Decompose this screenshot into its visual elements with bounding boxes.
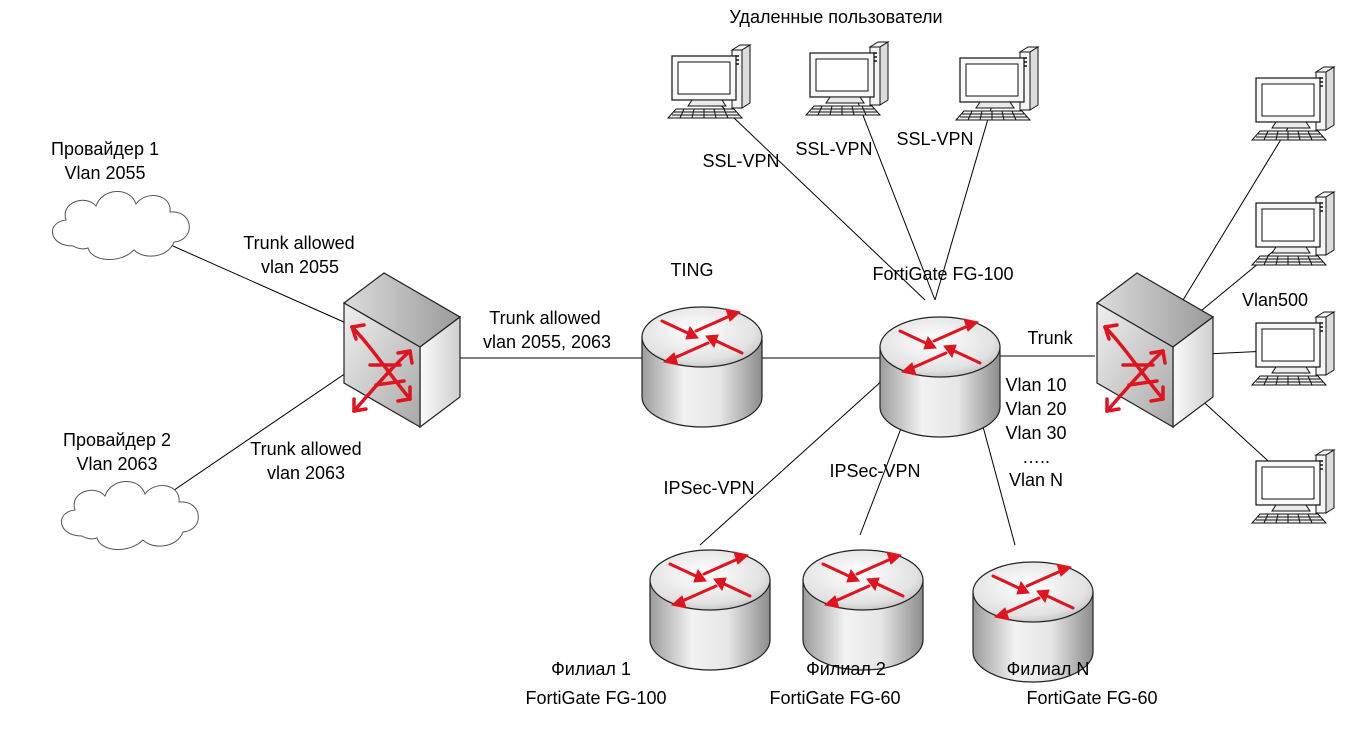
lan-vlan-label: Vlan500 [1241, 290, 1309, 310]
ssl-vpn-label-3: SSL-VPN [896, 129, 974, 149]
lan-computer-4-icon [1251, 449, 1335, 524]
trunk-provider-2-line2: vlan 2063 [266, 463, 346, 483]
trunk-lan-label: Trunk [1027, 328, 1073, 348]
lan-computer-1-icon [1251, 66, 1335, 141]
trunk-ting-line1: Trunk allowed [489, 308, 601, 328]
trunk-ting-line2: vlan 2055, 2063 [482, 332, 612, 352]
core-router-label: FortiGate FG-100 [872, 264, 1014, 284]
provider-2-name: Провайдер 2 [63, 430, 171, 450]
remote-user-1-computer-icon [667, 44, 751, 119]
ting-router-icon [640, 305, 764, 429]
branch-n-device: FortiGate FG-60 [1026, 688, 1158, 708]
provider-1-cloud-icon [51, 190, 190, 261]
lan-switch-icon [1095, 271, 1215, 429]
core-router-icon [878, 315, 1002, 439]
remote-user-3-computer-icon [955, 46, 1039, 121]
branch-1-name: Филиал 1 [551, 659, 631, 679]
provider-2-vlan: Vlan 2063 [76, 454, 158, 474]
remote-users-title: Удаленные пользователи [729, 7, 943, 27]
edge-switch-icon [342, 271, 462, 429]
branch-1-device: FortiGate FG-100 [525, 688, 667, 708]
ssl-vpn-label-1: SSL-VPN [702, 151, 780, 171]
vlan-list-item-5: Vlan N [1008, 470, 1064, 490]
branch-2-device: FortiGate FG-60 [769, 688, 901, 708]
vlan-list-item-1: Vlan 10 [1005, 375, 1067, 395]
provider-1-vlan: Vlan 2055 [64, 163, 146, 183]
trunk-provider-2-line1: Trunk allowed [250, 439, 362, 459]
remote-user-2-computer-icon [805, 41, 889, 116]
provider-2-cloud-icon [60, 480, 199, 551]
trunk-provider-1-line1: Trunk allowed [243, 233, 355, 253]
lan-computer-2-icon [1251, 191, 1335, 266]
branch-2-router-icon [801, 548, 925, 672]
lan-computer-3-icon [1251, 311, 1335, 386]
trunk-provider-1-line2: vlan 2055 [260, 257, 340, 277]
vlan-list-item-4: ….. [1021, 447, 1051, 467]
branch-n-name: Филиал N [1006, 659, 1090, 679]
ipsec-vpn-label-2: IPSec-VPN [829, 461, 921, 481]
vlan-list-item-3: Vlan 30 [1005, 423, 1067, 443]
ipsec-vpn-label-1: IPSec-VPN [663, 478, 755, 498]
branch-1-router-icon [648, 548, 772, 672]
branch-2-name: Филиал 2 [806, 659, 886, 679]
ssl-vpn-label-2: SSL-VPN [795, 139, 873, 159]
provider-1-name: Провайдер 1 [51, 139, 159, 159]
vlan-list-item-2: Vlan 20 [1005, 399, 1067, 419]
ting-label: TING [670, 260, 714, 280]
